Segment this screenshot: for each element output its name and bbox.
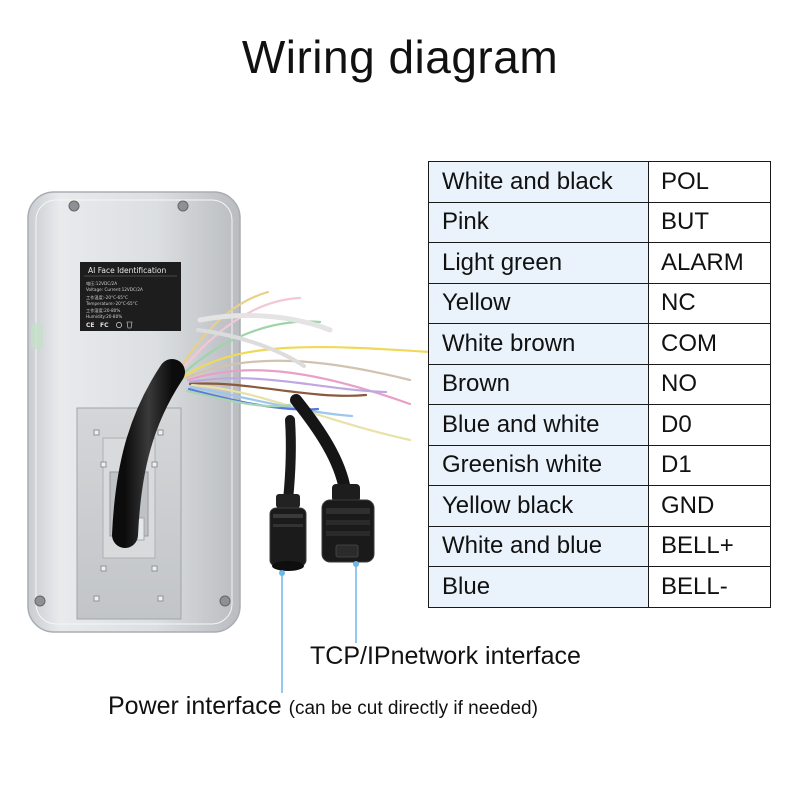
- power-connector: [269, 415, 307, 571]
- svg-text:Voltage: Current:12VDC/2A: Voltage: Current:12VDC/2A: [86, 287, 143, 292]
- screw-icon: [219, 595, 231, 607]
- wire-signal-cell: BUT: [648, 201, 771, 243]
- svg-text:电压:12VDC/2A: 电压:12VDC/2A: [86, 280, 117, 287]
- wire-signal-cell: D0: [648, 404, 771, 446]
- network-connector: [290, 394, 375, 563]
- page-title: Wiring diagram: [241, 31, 559, 83]
- svg-text:Temperature:-20°C-65°C: Temperature:-20°C-65°C: [85, 301, 138, 306]
- wire-color-cell: Greenish white: [428, 444, 649, 486]
- wire-color-cell: Brown: [428, 363, 649, 405]
- wire-color-cell: Blue and white: [428, 404, 649, 446]
- wire-signal-cell: D1: [648, 444, 771, 486]
- wire-bundle: [176, 290, 432, 442]
- bin-icon: [126, 321, 133, 329]
- wire-color-cell: White and blue: [428, 525, 649, 567]
- wire-signal-cell: COM: [648, 323, 771, 365]
- wire-color-cell: White and black: [428, 161, 649, 203]
- wire-signal-cell: BELL+: [648, 525, 771, 567]
- tcp-ip-interface-label: TCP/IPnetwork interface: [310, 642, 581, 670]
- wire-signal-cell: ALARM: [648, 242, 771, 284]
- wire-signal-cell: GND: [648, 485, 771, 527]
- rating-label: AI Face Identification 电压:12VDC/2A Volta…: [80, 262, 181, 331]
- wire-color-cell: Blue: [428, 566, 649, 608]
- power-interface-label: Power interface (can be cut directly if …: [108, 692, 538, 721]
- wire-signal-cell: BELL-: [648, 566, 771, 608]
- screw-icon: [68, 200, 80, 212]
- wire-color-cell: Light green: [428, 242, 649, 284]
- svg-text:Humidity:20-80%: Humidity:20-80%: [86, 314, 122, 319]
- fc-mark: FC: [100, 322, 109, 329]
- recycle-icon: [116, 322, 122, 328]
- wire-signal-cell: POL: [648, 161, 771, 203]
- callout-lines: [279, 561, 359, 693]
- screw-icon: [177, 200, 189, 212]
- wire-color-cell: White brown: [428, 323, 649, 365]
- power-interface-note: (can be cut directly if needed): [288, 698, 538, 719]
- svg-text:工作湿度:20-80%: 工作湿度:20-80%: [86, 307, 120, 314]
- wire-signal-cell: NO: [648, 363, 771, 405]
- screw-icon: [34, 595, 46, 607]
- wire-color-cell: Yellow: [428, 282, 649, 324]
- label-title: AI Face Identification: [88, 266, 166, 275]
- svg-text:工作温度:-20°C-65°C: 工作温度:-20°C-65°C: [86, 294, 128, 301]
- wire-color-cell: Pink: [428, 201, 649, 243]
- power-interface-text: Power interface: [108, 692, 282, 720]
- main-cable: [112, 359, 185, 548]
- wire-signal-cell: NC: [648, 282, 771, 324]
- ce-mark: CE: [86, 322, 95, 329]
- wire-color-cell: Yellow black: [428, 485, 649, 527]
